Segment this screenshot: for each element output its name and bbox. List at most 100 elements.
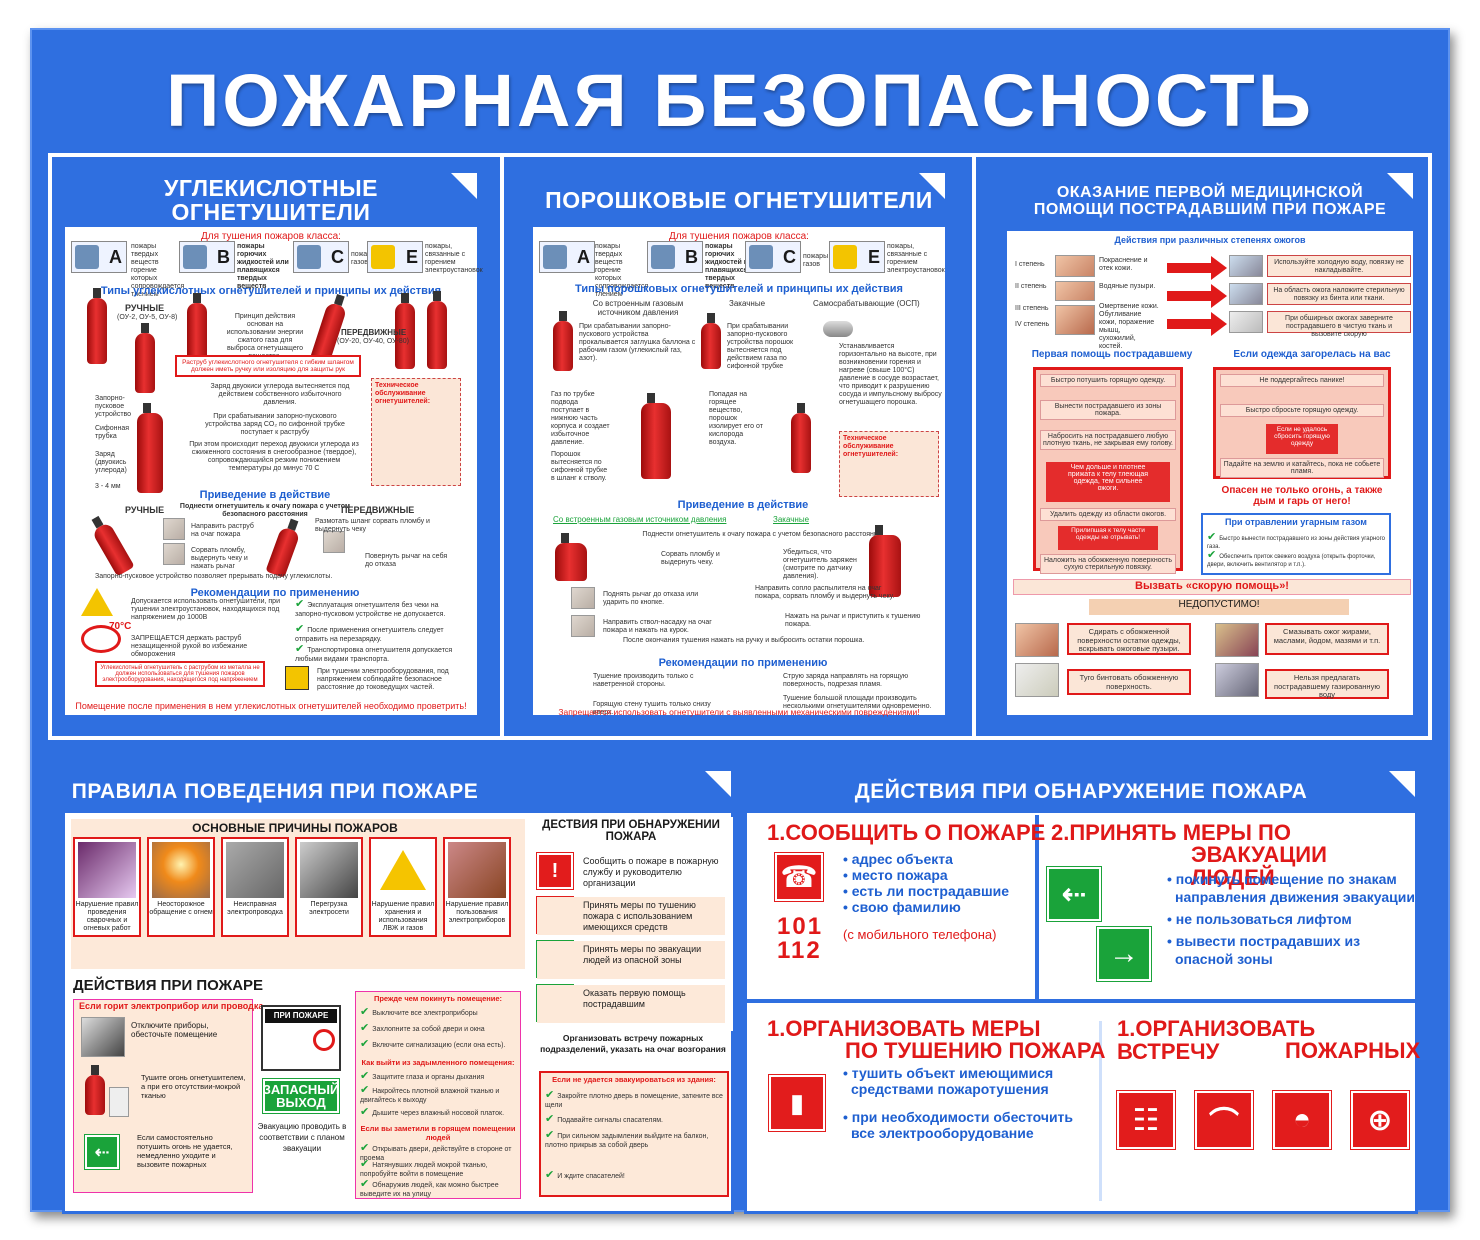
class-c-text: пожары газов — [351, 251, 377, 267]
type-text: При срабатывании запорно-пускового устро… — [727, 323, 794, 371]
check-item: Закройте плотно дверь в помещение, заткн… — [545, 1089, 725, 1110]
forbidden-item: Сдирать с обожженной поверхности остатки… — [1067, 623, 1191, 655]
first-aid-flow: Быстро потушить горящую одежду. Вынести … — [1033, 367, 1183, 574]
principle-text-2: Заряд двуокиси углерода вытесняется под … — [210, 383, 350, 407]
check-item: Захлопните за собой двери и окна — [360, 1022, 518, 1035]
class-a-icon: A — [71, 241, 127, 273]
symptom-text: Водяные пузыри. — [1099, 283, 1156, 290]
clothes-flow: Не поддергайтесь панике! Быстро сбросьте… — [1213, 367, 1391, 479]
poster-title: УГЛЕКИСЛОТНЫЕ ОГНЕТУШИТЕЛИ — [65, 173, 477, 227]
check-item: И ждите спасателей! — [545, 1169, 725, 1182]
flow-step: Набросить на пострадавшего любую плотную… — [1040, 430, 1176, 450]
extinguisher-icon — [85, 1065, 105, 1115]
bullet: все электрооборудование — [851, 1125, 1034, 1141]
action-heading: Приведение в действие — [677, 499, 809, 511]
trapped-panel: Если не удается эвакуироваться из здания… — [539, 1071, 729, 1197]
step-image — [163, 518, 185, 540]
siphon-label: Сифонная трубка — [95, 425, 130, 441]
exit-icon: ⇠ — [84, 1134, 120, 1170]
divider — [1428, 153, 1432, 738]
step-heading: ПО ТУШЕНИЮ ПОЖАРА — [845, 1038, 1106, 1063]
extinguisher-sign-icon: ▮ — [768, 1074, 826, 1132]
treatment-text: Используйте холодную воду, повязку не на… — [1267, 255, 1411, 277]
bullet: • есть ли пострадавшие — [843, 883, 1010, 899]
cause-card: Перегрузка электросети — [295, 837, 363, 937]
extinguisher-icon — [395, 293, 415, 369]
bullet: • покинуть помещение по знакам — [1167, 871, 1397, 887]
bullet: • не пользоваться лифтом — [1167, 911, 1352, 927]
treatment-image — [1229, 255, 1263, 277]
fire-alarm-icon: ! — [536, 852, 574, 890]
exit-running-icon: ⇠ — [1046, 866, 1102, 922]
causes-heading: ОСНОВНЫЕ ПРИЧИНЫ ПОЖАРОВ — [192, 821, 398, 835]
class-c-text: пожары газов — [803, 253, 829, 269]
check-item: Натянувших людей мокрой тканью, попробуй… — [360, 1158, 518, 1179]
check-item: При сильном задымлении выйдите на балкон… — [545, 1129, 725, 1150]
hand-image — [1055, 305, 1095, 335]
type-text: Попадая на горящее вещество, порошок изо… — [709, 391, 763, 447]
bottom-warning: Запрещается использовать огнетушители с … — [558, 707, 920, 717]
step-heading: 1.ОРГАНИЗОВАТЬ ВСТРЕЧУ — [1117, 1016, 1316, 1065]
degree-label: IV степень — [1015, 321, 1050, 328]
co-box: При отравлении угарным газом Быстро выне… — [1201, 513, 1391, 575]
check-item: После применения огнетушитель следует от… — [295, 623, 465, 644]
class-a-text: пожары твердых веществ горение которых с… — [595, 243, 649, 299]
leave-panel: Прежде чем покинуть помещение: Выключите… — [355, 991, 521, 1199]
valve-note: Запорно-пусковое устройство позволяет пр… — [95, 573, 333, 580]
charge-label: Заряд (двуокись углерода) — [95, 451, 127, 475]
class-a-text: пожары твердых веществ горение которых с… — [131, 243, 185, 299]
step-text: Повернуть рычаг на себя до отказа — [365, 553, 448, 569]
recommendations-heading: Рекомендации по применению — [190, 587, 360, 599]
hose-reel-icon: ⊕ — [1350, 1090, 1410, 1150]
poster-detect: ДЕЙСТВИЯ ПРИ ОБНАРУЖЕНИЕ ПОЖАРА 1.СООБЩИ… — [744, 768, 1420, 1214]
extinguisher-icon — [427, 291, 447, 369]
cause-card: Нарушение правил пользования электроприб… — [443, 837, 511, 937]
action-sub: Со встроенным газовым источником давлени… — [553, 515, 727, 524]
step-text: Направить сопло распылителя на очаг пожа… — [755, 585, 895, 601]
manual-models: (ОУ-2, ОУ-5, ОУ-8) — [117, 314, 178, 321]
flow-step: Падайте на землю и катайтесь, пока не со… — [1220, 458, 1384, 478]
emergency-number: 112 — [777, 937, 822, 964]
extinguisher-icon — [135, 323, 155, 393]
extinguisher-icon — [701, 313, 721, 369]
type-text: Устанавливается горизонтально на высоте,… — [839, 343, 942, 407]
flow-step: Быстро сбросьте горящую одежду. — [1220, 404, 1384, 417]
phone-icon: ☎ — [774, 852, 824, 902]
extinguisher-icon — [91, 521, 135, 577]
class-b-text: пожары горючих жидкостей или плавящихся … — [237, 243, 289, 291]
clothes-heading: Если одежда загорелась на вас — [1233, 349, 1391, 360]
fire-hose-icon: ⌒ — [1194, 1090, 1254, 1150]
hand-image — [1055, 255, 1095, 277]
cause-card: Нарушение правил хранения и использовани… — [369, 837, 437, 937]
type-label: Со встроенным газовым источником давлени… — [592, 299, 684, 318]
temperature-label: 70°C — [109, 621, 132, 632]
warning-box: Углекислотный огнетушитель с раструбом и… — [95, 661, 265, 687]
bullet: средствами пожаротушения — [851, 1081, 1049, 1097]
treatment-image — [1229, 283, 1263, 305]
no-bandage-image — [1015, 663, 1059, 697]
forbid-note: ЗАПРЕЩАЕТСЯ держать раструб незащищенной… — [131, 635, 248, 659]
flow-step: Быстро потушить горящую одежду. — [1040, 374, 1176, 387]
step-heading: 1.СООБЩИТЬ О ПОЖАРЕ — [767, 820, 1046, 845]
forbidden-item: Смазывать ожог жирами, маслами, йодом, м… — [1265, 623, 1389, 655]
step-image — [323, 531, 345, 553]
person-icon — [285, 666, 309, 690]
corner-fold — [451, 173, 477, 199]
step-text: Поднять рычаг до отказа или ударить по к… — [603, 591, 699, 607]
evacuation-note: Эвакуацию проводить в соответствии с пла… — [257, 1122, 347, 1154]
emergency-number: 101 — [777, 913, 824, 940]
flow-step: Вынести пострадавшего из зоны пожара. — [1040, 400, 1176, 420]
corner-fold — [919, 173, 945, 199]
classes-heading: Для тушения пожаров класса: — [201, 231, 341, 242]
types-heading: Типы углекислотных огнетушителей и принц… — [100, 285, 442, 297]
extinguisher-icon — [555, 533, 587, 581]
step-text: Направить ствол-насадку на очаг пожара и… — [603, 619, 712, 635]
poster-powder: ПОРОШКОВЫЕ ОГНЕТУШИТЕЛИ Для тушения пожа… — [530, 170, 948, 718]
bullet: • место пожара — [843, 867, 948, 883]
class-b-text: пожары горючих жидкостей или плавящихся … — [705, 243, 757, 291]
thickness-label: 3 - 4 мм — [95, 483, 121, 490]
extinguisher-cutaway-icon — [137, 403, 163, 493]
class-e-icon: E — [829, 241, 885, 273]
step-image — [571, 615, 595, 637]
rec-text: Тушение производить только с наветренной… — [593, 673, 694, 689]
